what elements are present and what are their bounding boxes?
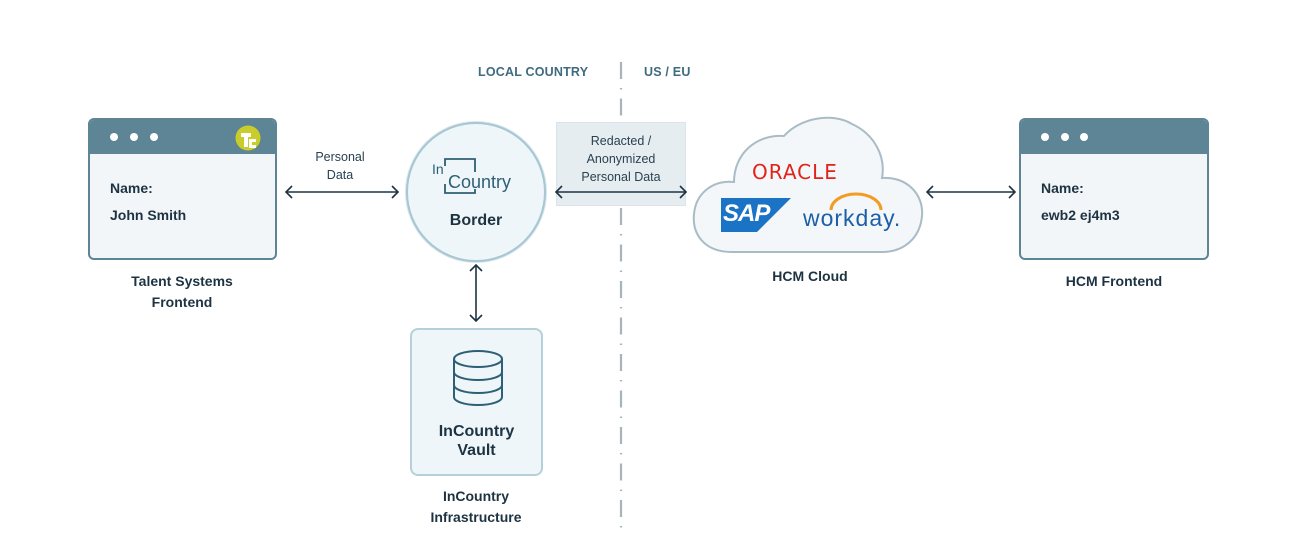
incountry-logo-country: Country [448,172,512,192]
caption-line: Frontend [151,294,213,310]
hcm-frontend-caption: HCM Frontend [1065,273,1163,289]
label-line: Redacted / [590,134,652,148]
region-label-local-country: LOCAL COUNTRY [478,65,589,79]
hcm-frontend-window: Name: ewb2 ej4m3 [1019,118,1209,260]
label-line: InCountry [438,423,515,440]
caption-line: Talent Systems [131,273,233,289]
label-line: Personal Data [581,170,661,184]
label-line: Anonymized [586,152,656,166]
vault-label: InCountry Vault [412,422,541,460]
label-line: Personal [315,150,365,164]
window-dot-icon [1041,133,1049,141]
window-title-bar [1021,120,1207,154]
incountry-infrastructure-caption: InCountry Infrastructure [396,486,556,528]
name-field-value: ewb2 ej4m3 [1041,207,1120,223]
oracle-logo: ORACLE [752,160,838,184]
redacted-data-arrow [554,185,688,199]
talent-systems-logo-icon [235,125,261,151]
name-field-label: Name: [1041,180,1084,196]
redacted-data-label: Redacted / Anonymized Personal Data [557,132,685,186]
talent-systems-frontend-window: Name: John Smith [88,118,277,260]
label-line: Data [326,168,354,182]
sap-logo-text: SAP [723,200,770,227]
incountry-border-node: In Country Border [406,122,546,262]
window-dot-icon [1080,133,1088,141]
workday-arc-icon [829,192,883,211]
hcm-cloud-caption: HCM Cloud [772,268,848,284]
window-dot-icon [1061,133,1069,141]
caption-line: InCountry [442,488,510,504]
talent-systems-caption: Talent Systems Frontend [102,271,262,313]
border-label: Border [449,212,503,229]
incountry-vault-node: InCountry Vault [410,328,543,476]
window-dot-icon [130,133,138,141]
hcm-cloud-shape [692,116,924,253]
database-icon [453,350,503,406]
window-title-bar [90,120,275,154]
incountry-logo-icon [444,158,476,194]
border-vault-arrow [469,263,483,323]
label-line: Vault [457,442,496,459]
personal-data-arrow [284,185,400,199]
sap-logo-icon [721,198,791,232]
workday-logo: workday. [803,205,902,231]
cloud-frontend-arrow [925,185,1017,199]
personal-data-label: Personal Data [300,148,380,184]
window-dot-icon [110,133,118,141]
region-label-us-eu: US / EU [644,65,691,79]
incountry-logo-in: In [432,161,444,177]
name-field-label: Name: [110,180,153,196]
name-field-value: John Smith [110,207,187,223]
caption-line: Infrastructure [430,509,522,525]
window-dot-icon [150,133,158,141]
